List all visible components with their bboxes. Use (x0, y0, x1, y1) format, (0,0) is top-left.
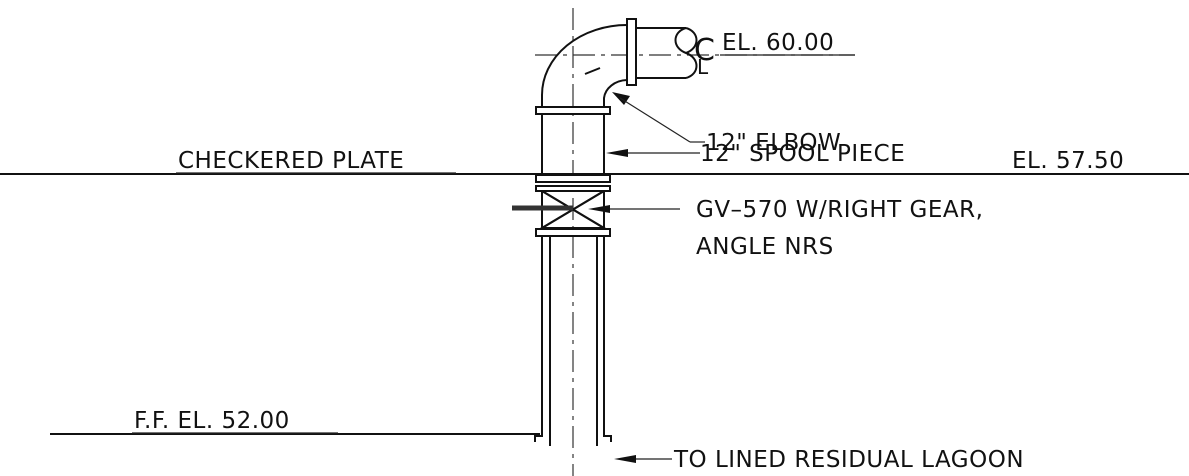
elevation-plate-label: EL. 57.50 (1012, 148, 1124, 174)
elbow-flange (535, 106, 611, 115)
svg-text:L: L (697, 55, 709, 79)
spool-piece-12in (541, 114, 605, 175)
valve-leader (588, 205, 680, 213)
valve-lower-flange (535, 228, 611, 237)
centerline-symbol: C L (694, 33, 715, 79)
floor-elevation-label: F.F. EL. 52.00 (134, 408, 290, 434)
outlet-leader (614, 455, 672, 463)
elbow-outlet-flange (626, 18, 637, 86)
spool-piece-label: 12" SPOOL PIECE (700, 141, 905, 167)
gate-valve-gv570 (512, 190, 608, 229)
spool-lower-flange (535, 174, 611, 183)
outlet-label: TO LINED RESIDUAL LAGOON (673, 447, 1024, 473)
svg-text:C: C (694, 33, 715, 68)
spool-leader (606, 149, 700, 157)
drain-pipe (541, 236, 605, 430)
elevation-top-label: EL. 60.00 (722, 30, 834, 56)
valve-label-line1: GV–570 W/RIGHT GEAR, (696, 197, 983, 223)
elbow-label: 12" ELBOW (706, 130, 841, 156)
elbow-leader (612, 92, 705, 143)
pipe-outlet-bell (534, 430, 612, 446)
elbow-12in (541, 18, 698, 110)
valve-label-line2: ANGLE NRS (696, 234, 834, 260)
checkered-plate-label: CHECKERED PLATE (178, 148, 404, 174)
